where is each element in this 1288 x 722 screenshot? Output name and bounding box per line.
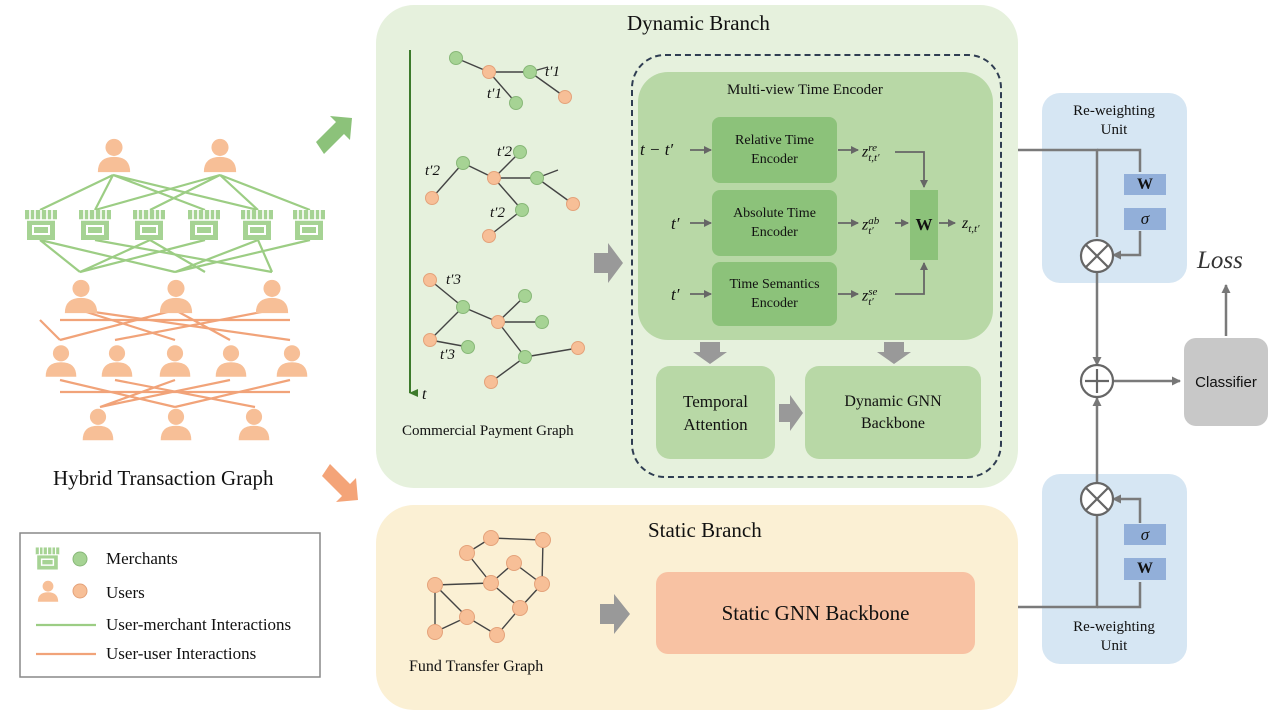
user-icon [203,138,237,173]
reweight-top-title: Re-weighting Unit [1073,103,1155,138]
legend-box [19,532,321,678]
user-icon [101,345,133,377]
fund-to-backbone-arrow [600,594,630,634]
attention-to-backbone-arrow [779,395,803,431]
user-icon [238,408,270,441]
user-icon [82,408,114,441]
user-icon [159,345,191,377]
time-semantics-encoder-box: Time Semantics Encoder [712,262,837,326]
fund-graph-nodes [427,530,551,643]
encoder-to-backbone-arrow [877,342,911,364]
legend-uu-label: User-user Interactions [106,644,257,663]
weight-w-label: W [915,215,933,234]
graph-to-encoder-arrow [594,243,623,283]
fund-graph-label: Fund Transfer Graph [409,658,544,675]
reweight-top-w-box: W [1124,174,1166,195]
encoder-arrows [690,146,956,298]
static-gnn-backbone-label: Static GNN Backbone [721,600,910,625]
user-icon [64,279,98,314]
reweight-bottom-title: Re-weighting Unit [1073,619,1155,654]
user-icon [276,345,308,377]
user-icon [97,138,131,173]
legend-user-icon [37,580,59,602]
user-icon [215,345,247,377]
multiply-icon-bottom [1079,481,1115,517]
relative-time-encoder-box: Relative Time Encoder [712,117,837,183]
encoder-input-absolute: t′ [671,214,680,233]
shop-icon [24,209,58,241]
user-icon [159,279,193,314]
user-icon [255,279,289,314]
static-gnn-backbone-box: Static GNN Backbone [656,572,975,654]
orange-arrow-to-static [322,464,358,502]
right-flow-lines [1018,148,1231,609]
encoder-input-relative: t − t′ [640,140,674,159]
time-label: t′1 [487,86,502,102]
absolute-time-encoder-label: Absolute Time Encoder [733,206,816,240]
shop-icon [292,209,326,241]
z-combined-output: zt,t′ [962,215,980,236]
classifier-box: Classifier [1184,338,1268,426]
reweight-top-w-label: W [1137,175,1153,193]
legend-um-label: User-merchant Interactions [106,615,292,634]
legend-shop-icon [35,546,60,571]
reweight-bottom-w-label: W [1137,560,1153,577]
legend-merchant-circle [72,551,88,567]
commercial-graph-label: Commercial Payment Graph [402,423,574,439]
temporal-attention-label: Temporal Attention [683,391,748,434]
reweight-bottom-sigma-box: σ [1124,524,1166,545]
commercial-graph-nodes [423,51,585,389]
encoder-input-semantics: t′ [671,285,680,304]
reweight-top-sigma-label: σ [1140,209,1150,228]
dynamic-branch-title: Dynamic Branch [627,11,770,35]
shop-icon [132,209,166,241]
loss-label: Loss [1197,247,1243,274]
absolute-time-encoder-box: Absolute Time Encoder [712,190,837,256]
legend-merchants-label: Merchants [106,549,178,568]
reweight-bottom-w-box: W [1124,558,1166,580]
hybrid-user-icons [45,138,308,441]
temporal-attention-box: Temporal Attention [656,366,775,459]
green-arrow-to-dynamic [316,116,352,154]
encoder-to-attention-arrow [693,342,727,364]
time-axis-label: t [422,386,427,403]
shop-icon [78,209,112,241]
multiply-icon-top [1079,238,1115,274]
reweight-bottom-sigma-label: σ [1140,524,1150,544]
time-label: t′2 [497,144,512,160]
classifier-label: Classifier [1195,373,1257,391]
add-icon [1079,363,1115,399]
dynamic-gnn-backbone-label: Dynamic GNN Backbone [844,392,942,432]
shop-icon [187,209,221,241]
dynamic-gnn-backbone-box: Dynamic GNN Backbone [805,366,981,459]
weight-w-box: W [910,190,938,260]
user-icon [45,345,77,377]
dynamic-module-dashed-box [631,54,1002,478]
encoder-title: Multi-view Time Encoder [727,82,883,98]
legend-users-label: Users [106,583,145,602]
shop-icon [240,209,274,241]
reweight-top-sigma-box: σ [1124,208,1166,230]
legend-user-circle [72,583,88,599]
time-label: t′3 [440,347,455,363]
hybrid-merchant-icons [24,209,326,241]
time-semantics-encoder-label: Time Semantics Encoder [729,277,820,311]
static-branch-title: Static Branch [648,518,762,542]
time-label: t′2 [490,205,505,221]
relative-time-encoder-label: Relative Time Encoder [735,133,814,167]
user-icon [160,408,192,441]
user-user-edges [39,308,291,409]
hybrid-graph-title: Hybrid Transaction Graph [53,466,274,490]
time-label: t′3 [446,272,461,288]
time-label: t′2 [425,163,440,179]
user-merchant-edges [39,173,311,274]
time-label: t′1 [545,64,560,80]
